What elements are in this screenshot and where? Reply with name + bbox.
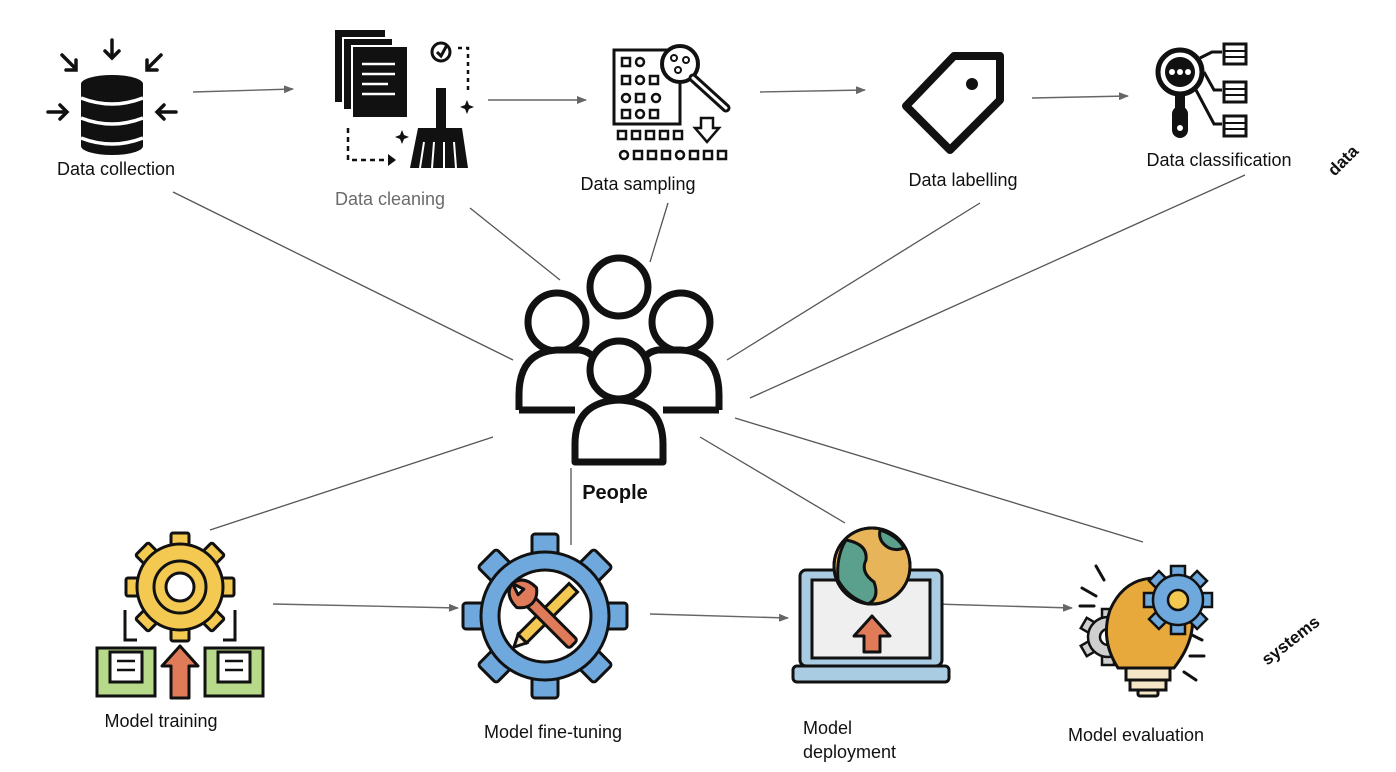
magnifier-categories-icon (1155, 42, 1248, 138)
label-model-training: Model training (104, 711, 218, 731)
arrow-sampling-to-labelling (759, 86, 866, 95)
document-broom-icon (335, 30, 474, 169)
arrow-training-to-fine-tuning (272, 603, 459, 612)
people-connector-lines (172, 174, 1246, 545)
arrow-deployment-to-evaluation (934, 603, 1073, 612)
database-inflow-icon (46, 38, 178, 155)
flow-arrows (192, 85, 1129, 622)
lightbulb-gears-icon (1078, 564, 1214, 698)
people-group-icon (515, 254, 723, 466)
label-data-labelling: Data labelling (908, 170, 1018, 190)
tag-icon (902, 52, 1004, 154)
arrow-fine-tuning-to-deployment (649, 613, 789, 622)
connector-data-collection (172, 191, 514, 361)
gear-wrench-pencil-icon (461, 532, 629, 700)
label-model-fine-tuning: Model fine-tuning (483, 722, 623, 742)
label-data-classification: Data classification (1146, 150, 1292, 170)
arrow-collection-to-cleaning (192, 85, 294, 94)
gear-flowchart-icon (95, 531, 265, 700)
connector-model-evaluation (734, 417, 1144, 543)
laptop-globe-icon (791, 526, 951, 684)
connector-data-cleaning (469, 207, 561, 281)
label-data-collection: Data collection (56, 159, 176, 179)
grid-magnifier-icon (612, 44, 731, 161)
connector-model-deployment (699, 436, 846, 524)
label-people: People (582, 482, 648, 504)
connector-data-classification (749, 174, 1246, 399)
label-model-evaluation: Model evaluation (1067, 725, 1205, 745)
arrow-labelling-to-classification (1031, 92, 1129, 101)
connector-model-training (209, 436, 494, 531)
connector-data-sampling (649, 202, 669, 263)
label-data-sampling: Data sampling (580, 174, 696, 194)
connector-data-labelling (726, 202, 981, 361)
label-model-deployment: Model deployment (803, 718, 897, 762)
label-data-cleaning: Data cleaning (334, 189, 446, 209)
